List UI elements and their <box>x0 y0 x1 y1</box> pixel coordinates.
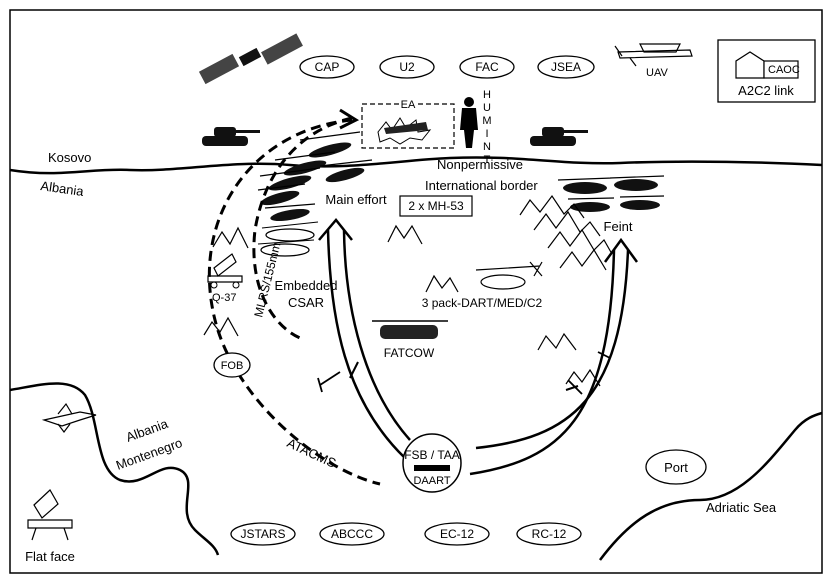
uav-label: UAV <box>646 67 668 79</box>
port-oval <box>645 449 707 485</box>
region-kosovo: Kosovo <box>48 150 91 165</box>
soldier-icon <box>460 97 478 148</box>
flat-face-label: Flat face <box>25 549 75 564</box>
bottom-asset-ec12: EC-12 <box>424 522 490 546</box>
coastline <box>599 411 823 561</box>
tank-icon <box>202 127 260 146</box>
top-asset-label: U2 <box>399 60 415 74</box>
top-asset-fac: FAC <box>459 55 515 79</box>
fsb-label: FSB / TAA <box>404 448 460 462</box>
bottom-asset-abccc: ABCCC <box>319 522 385 546</box>
uav-icon <box>614 43 693 67</box>
svg-text:U: U <box>483 102 491 114</box>
bottom-asset-jstars: JSTARS <box>230 522 296 546</box>
top-asset-cap: CAP <box>299 55 355 79</box>
region-adriatic: Adriatic Sea <box>706 500 777 515</box>
top-asset-jsea: JSEA <box>537 55 595 79</box>
ea-label: EA <box>401 99 416 111</box>
mh53-box <box>399 195 473 217</box>
caoc-label: CAOC <box>768 64 800 76</box>
fob-label: FOB <box>221 360 244 372</box>
attack-helicopter-formation-icon <box>257 131 373 222</box>
mh53-label: 2 x MH-53 <box>408 199 464 213</box>
fire-arrowhead-icon <box>339 108 360 130</box>
atacms-fire-arc <box>207 118 381 486</box>
fob-oval <box>213 352 251 378</box>
atacms-label: ATACMS <box>285 435 339 471</box>
feint-route <box>469 237 639 476</box>
svg-text:N: N <box>483 141 491 153</box>
radar-icon <box>207 253 243 289</box>
a2c2-label: A2C2 link <box>738 83 794 98</box>
svg-text:I: I <box>485 128 488 140</box>
top-asset-label: CAP <box>315 60 340 74</box>
explosion-icon <box>377 117 432 145</box>
bottom-asset-label: EC-12 <box>440 527 474 541</box>
medevac-helicopter-icon <box>475 261 543 290</box>
fighter-aircraft-icon <box>41 402 97 433</box>
bottom-asset-label: ABCCC <box>331 527 373 541</box>
embedded-csar-label-line2: CSAR <box>288 295 324 310</box>
building-icon <box>735 51 799 79</box>
radar-icon <box>27 489 73 541</box>
top-asset-label: FAC <box>475 60 499 74</box>
phase-line-tick <box>319 371 341 386</box>
mountain-icon <box>203 194 613 387</box>
nonpermissive-label: Nonpermissive <box>437 157 523 172</box>
attack-helicopter-formation-icon <box>557 175 665 212</box>
three-pack-label: 3 pack-DART/MED/C2 <box>422 296 543 310</box>
top-asset-u2: U2 <box>379 55 435 79</box>
fatcow-label: FATCOW <box>384 346 435 360</box>
svg-text:M: M <box>482 115 491 127</box>
feint-label: Feint <box>604 219 633 234</box>
humint-label: H U M I N T <box>482 89 491 166</box>
satellite-icon <box>198 33 303 85</box>
diagram-frame <box>9 9 823 574</box>
engagement-area-box <box>361 103 455 149</box>
svg-text:H: H <box>483 89 491 101</box>
q37-label: Q-37 <box>212 292 236 304</box>
utility-helicopter-icon <box>257 221 319 257</box>
main-effort-label: Main effort <box>325 192 387 207</box>
svg-text:T: T <box>484 154 491 166</box>
international-border-label: International border <box>425 178 538 193</box>
top-asset-label: JSEA <box>551 60 581 74</box>
bottom-asset-label: RC-12 <box>532 527 567 541</box>
region-albania-north: Albania <box>40 178 86 199</box>
tank-icon <box>530 127 588 146</box>
daart-label: DAART <box>413 475 450 487</box>
fsb-taa-circle <box>402 433 462 493</box>
port-label: Port <box>664 460 688 475</box>
bottom-asset-rc12: RC-12 <box>516 522 582 546</box>
international-border-line <box>9 156 823 175</box>
bottom-asset-label: JSTARS <box>240 527 285 541</box>
chinook-helicopter-icon <box>372 320 448 339</box>
montenegro-border-line <box>9 382 220 556</box>
embedded-csar-label-line1: Embedded <box>275 278 338 293</box>
daart-bar <box>414 465 450 471</box>
phase-line-tick <box>349 361 359 379</box>
